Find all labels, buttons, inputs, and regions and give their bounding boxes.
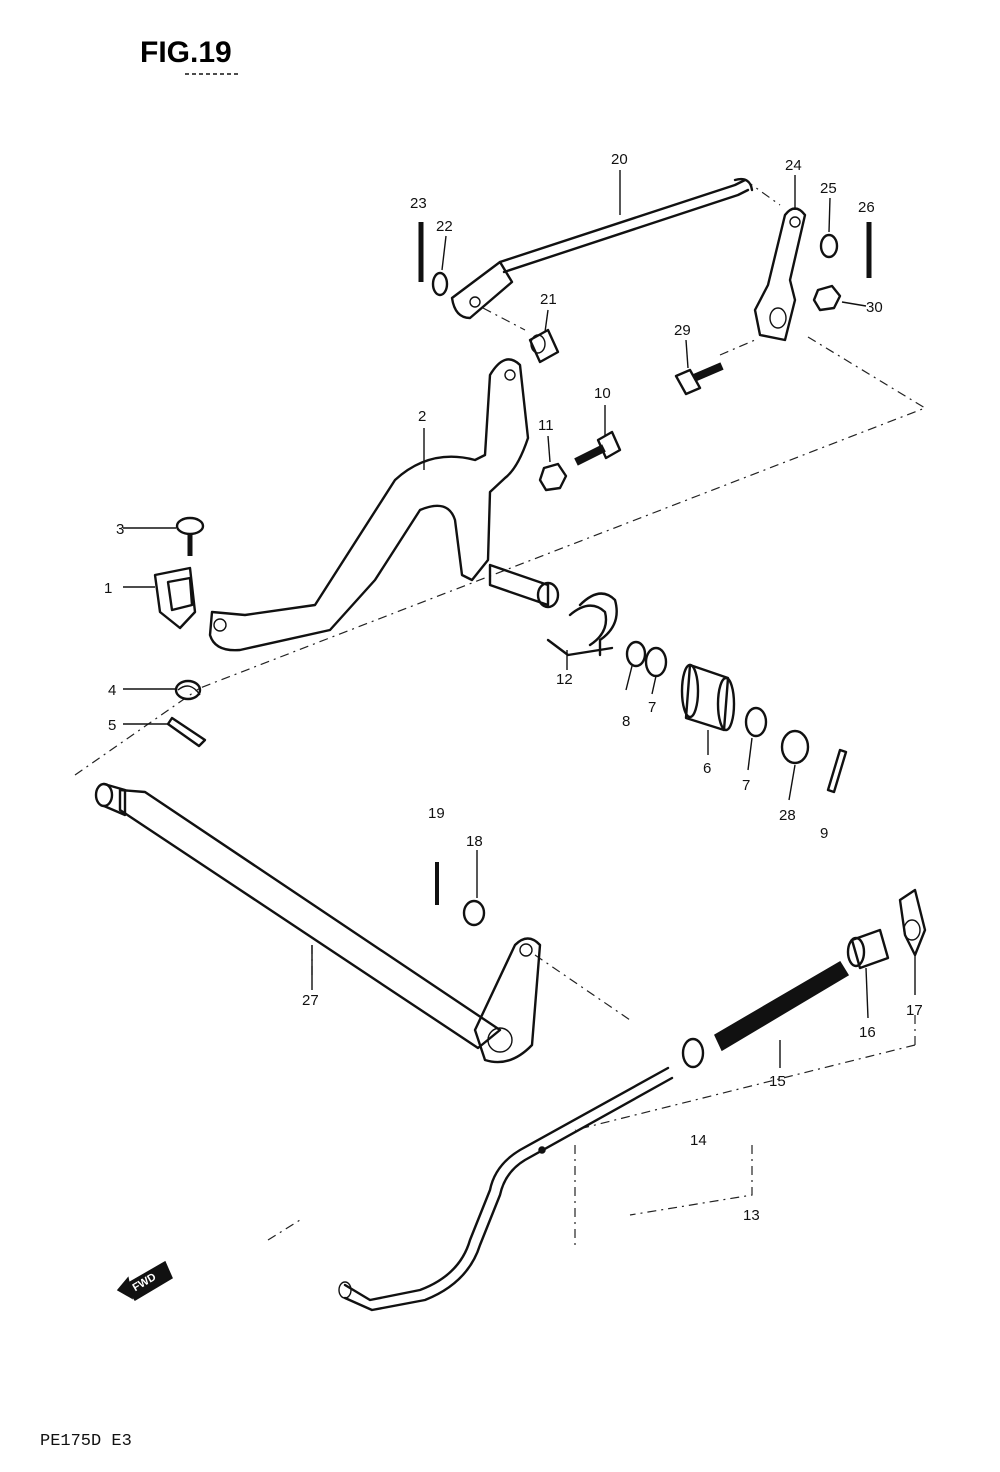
- callout-2: 2: [418, 408, 426, 425]
- part-10-bolt: [574, 430, 622, 466]
- callout-26: 26: [858, 199, 875, 216]
- callout-3: 3: [116, 521, 124, 538]
- assembly-guide-lines: [74, 179, 927, 1250]
- part-7-clip-a: [644, 646, 668, 678]
- part-4-spring: [174, 679, 202, 701]
- callout-8: 8: [622, 713, 630, 730]
- figure-title: FIG.19: [140, 36, 232, 69]
- part-17-cap: [898, 888, 927, 957]
- callout-21: 21: [540, 291, 557, 308]
- part-24-lever: [753, 207, 807, 342]
- part-16-collar: [846, 928, 890, 970]
- callout-22: 22: [436, 218, 453, 235]
- part-3-pin: [175, 516, 205, 556]
- part-30-nut: [812, 284, 842, 312]
- part-22-washer: [431, 271, 449, 297]
- part-25-washer: [819, 233, 839, 259]
- part-14-washer: [681, 1037, 705, 1069]
- callout-1: 1: [104, 580, 112, 597]
- part-12-torsion-spring: [546, 592, 618, 657]
- part-18-washer: [462, 899, 486, 927]
- part-9-cotter-pin: [826, 748, 848, 794]
- part-11-nut: [538, 462, 568, 492]
- callout-16: 16: [859, 1024, 876, 1041]
- callout-27: 27: [302, 992, 319, 1009]
- callout-29: 29: [674, 322, 691, 339]
- callout-7-a: 7: [648, 699, 656, 716]
- part-15-spring: [714, 960, 850, 1052]
- part-8-washer: [625, 640, 647, 668]
- part-6-bushing: [680, 663, 736, 732]
- callout-4: 4: [108, 682, 116, 699]
- part-13-shift-rod: [338, 1066, 674, 1312]
- part-28-washer: [780, 729, 810, 765]
- callout-28: 28: [779, 807, 796, 824]
- part-20-throttle-rod: [450, 177, 754, 320]
- callout-25: 25: [820, 180, 837, 197]
- part-2-shift-lever: [208, 358, 560, 652]
- part-27-shift-shaft: [94, 782, 542, 1064]
- callout-30: 30: [866, 299, 883, 316]
- callout-19: 19: [428, 805, 445, 822]
- callout-13: 13: [743, 1207, 760, 1224]
- callout-24: 24: [785, 157, 802, 174]
- part-7-clip-b: [744, 706, 768, 738]
- callout-18: 18: [466, 833, 483, 850]
- callout-9: 9: [820, 825, 828, 842]
- part-5-cotter-pin: [166, 716, 207, 748]
- part-29-bolt: [674, 362, 724, 396]
- callout-15: 15: [769, 1073, 786, 1090]
- fwd-arrow-icon: FWD: [116, 1260, 173, 1302]
- callout-20: 20: [611, 151, 628, 168]
- callout-10: 10: [594, 385, 611, 402]
- callout-12: 12: [556, 671, 573, 688]
- leader-lines: [123, 170, 916, 1068]
- callout-6: 6: [703, 760, 711, 777]
- callout-11: 11: [538, 417, 554, 434]
- callout-23: 23: [410, 195, 427, 212]
- figure-footer: PE175D E3: [40, 1432, 132, 1451]
- part-21-collar: [528, 328, 560, 364]
- callout-14: 14: [690, 1132, 707, 1149]
- part-1-bracket: [153, 566, 197, 630]
- callout-5: 5: [108, 717, 116, 734]
- callout-7-b: 7: [742, 777, 750, 794]
- callout-17: 17: [906, 1002, 923, 1019]
- callout-labels: 1 2 3 4 5 6 7 7 8 9 10 11 12 13 14 15 16…: [104, 151, 923, 1224]
